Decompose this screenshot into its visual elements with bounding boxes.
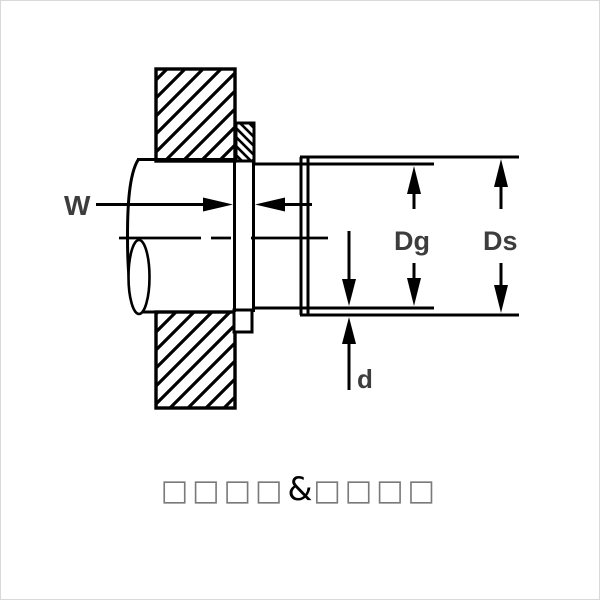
ring-upper-lug [234,121,256,163]
dim-ds-arrow-down-icon [494,285,508,313]
caption-tofu-left: □□□□ [160,473,287,507]
caption-ampersand: & [287,470,313,508]
dim-dg-arrow-down-icon [407,278,421,306]
dim-dg-arrow-up-icon [407,166,421,194]
dim-d-arrow-down-icon [342,279,356,306]
panel-upper-section [154,67,237,163]
dim-label-w: W [64,190,91,221]
dim-label-d: d [357,364,373,394]
dim-w-arrow-left-icon [255,197,285,212]
caption-tofu-right: □□□□ [313,473,440,507]
dim-label-dg: Dg [394,226,430,256]
dim-w-arrow-right-icon [203,197,233,212]
shaft-end-face-ellipse [127,238,151,316]
dim-ds-arrow-up-icon [494,159,508,187]
dim-d-arrow-up-icon [342,317,356,344]
dim-label-ds: Ds [483,226,518,256]
ring-lower-lug [232,308,254,334]
panel-lower-section [154,310,237,410]
caption: □□□□&□□□□ [1,470,599,508]
